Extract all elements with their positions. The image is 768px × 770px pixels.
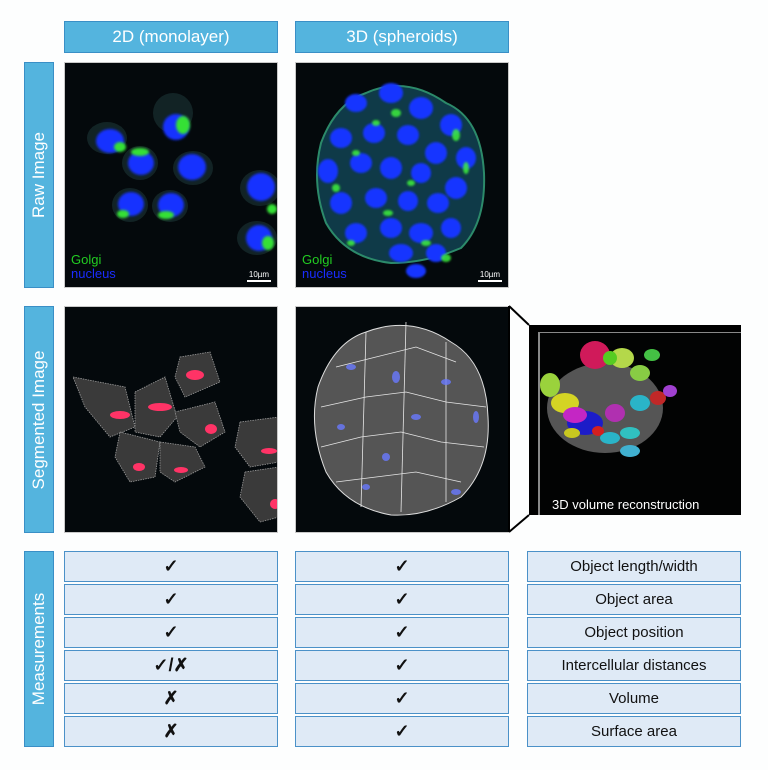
row-label-raw: Raw Image — [24, 62, 54, 288]
column-header-2d-label: 2D (monolayer) — [112, 27, 230, 46]
metric-label: Surface area — [527, 716, 741, 747]
check-icon: ✓ — [163, 556, 179, 576]
volume-reconstruction-panel: 3D volume reconstruction — [529, 325, 741, 515]
column-header-3d: 3D (spheroids) — [295, 21, 509, 53]
cross-icon: ✗ — [163, 688, 179, 708]
metric-label-text: Object length/width — [570, 558, 698, 575]
check-icon: ✓ — [394, 721, 410, 741]
row-label-segmented: Segmented Image — [24, 306, 54, 533]
segmented-2d-cells — [72, 351, 277, 523]
metric-label-text: Object area — [595, 591, 673, 608]
check-icon: ✓ — [394, 655, 410, 675]
measurement-3d-row: ✓ — [295, 617, 509, 648]
measurement-2d-row: ✗ — [64, 683, 278, 714]
measurement-3d-row: ✓ — [295, 650, 509, 681]
check-icon: ✓ — [394, 556, 410, 576]
row-label-segmented-text: Segmented Image — [29, 350, 48, 489]
measurement-3d-row: ✓ — [295, 551, 509, 582]
metric-label: Object length/width — [527, 551, 741, 582]
measurement-2d-row: ✓ — [64, 584, 278, 615]
legend-golgi: Golgi — [71, 252, 102, 267]
check-icon: ✓ — [163, 622, 179, 642]
raw-2d-legend: Golgi nucleus — [71, 253, 116, 281]
measurement-2d-row: ✓/✗ — [64, 650, 278, 681]
metric-label-text: Volume — [608, 690, 660, 707]
check-icon: ✓ — [394, 688, 410, 708]
measurement-2d-row: ✗ — [64, 716, 278, 747]
row-label-measurements: Measurements — [24, 551, 54, 747]
column-header-2d: 2D (monolayer) — [64, 21, 278, 53]
metric-label-text: Object position — [584, 624, 684, 641]
segmented-3d-spheroid — [313, 321, 489, 516]
raw-3d-legend: Golgi nucleus — [302, 253, 347, 281]
scale-bar-2d-label: 10µm — [248, 270, 270, 279]
scale-bar-3d-label: 10µm — [479, 270, 501, 279]
measurement-2d-row: ✓ — [64, 551, 278, 582]
check-icon: ✓ — [394, 589, 410, 609]
cross-icon: ✗ — [163, 721, 179, 741]
metric-label-text: Surface area — [591, 723, 677, 740]
legend-golgi-3d: Golgi — [302, 252, 333, 267]
column-header-3d-label: 3D (spheroids) — [346, 27, 458, 46]
measurement-3d-row: ✓ — [295, 584, 509, 615]
volume-reconstruction-label: 3D volume reconstruction — [552, 497, 700, 512]
check-or-cross-icon: ✓/✗ — [153, 655, 189, 675]
measurement-3d-row: ✓ — [295, 716, 509, 747]
segmented-image-2d — [64, 306, 278, 533]
check-icon: ✓ — [163, 589, 179, 609]
row-label-raw-text: Raw Image — [29, 132, 48, 218]
metric-label-text: Intercellular distances — [561, 657, 707, 674]
scale-bar-3d: 10µm — [478, 270, 502, 282]
measurement-3d-row: ✓ — [295, 683, 509, 714]
metric-label: Volume — [527, 683, 741, 714]
metric-label: Intercellular distances — [527, 650, 741, 681]
scale-bar-2d: 10µm — [247, 270, 271, 282]
measurement-2d-row: ✓ — [64, 617, 278, 648]
legend-nucleus-3d: nucleus — [302, 266, 347, 281]
metric-label: Object position — [527, 617, 741, 648]
check-icon: ✓ — [394, 622, 410, 642]
raw-2d-cells — [87, 93, 277, 255]
legend-nucleus: nucleus — [71, 266, 116, 281]
raw-3d-spheroid — [316, 83, 486, 278]
metric-label: Object area — [527, 584, 741, 615]
zoom-connector — [508, 305, 530, 533]
volume-reconstruction-render — [540, 341, 677, 457]
raw-image-3d: Golgi nucleus 10µm — [295, 62, 509, 288]
row-label-measurements-text: Measurements — [29, 592, 48, 706]
segmented-image-3d — [295, 306, 509, 533]
raw-image-2d: Golgi nucleus 10µm — [64, 62, 278, 288]
